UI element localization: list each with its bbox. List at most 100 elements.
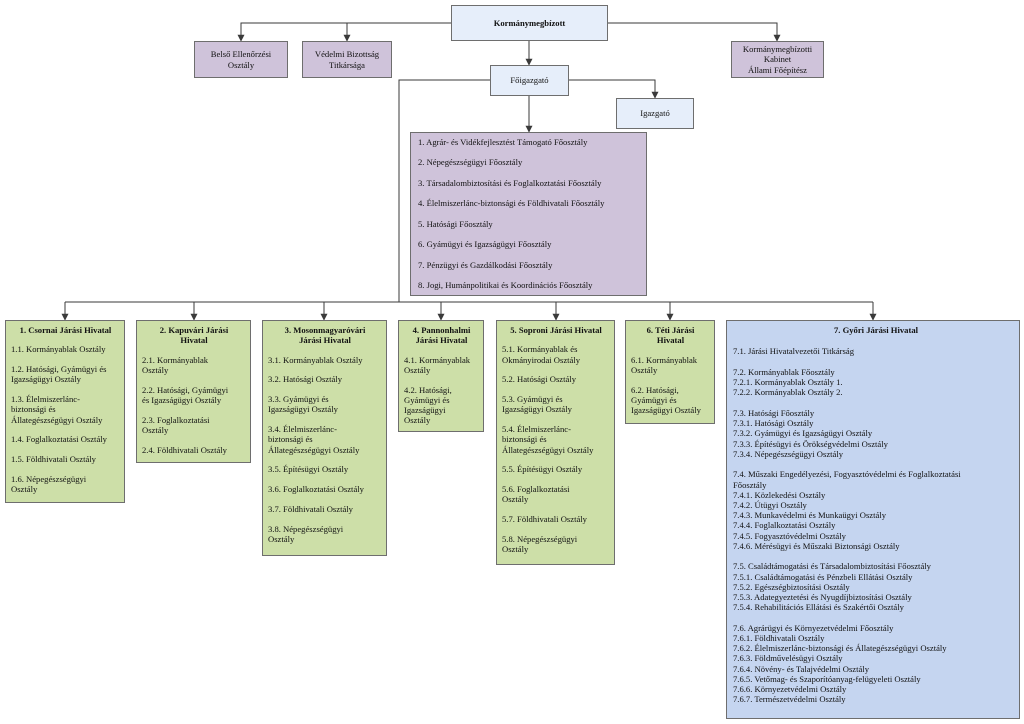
gyor-unit-line: 7.2.1. Kormányablak Osztály 1. <box>733 377 843 388</box>
gyor-unit-line: 7.2.2. Kormányablak Osztály 2. <box>733 387 843 398</box>
vedelmi-bizottsag-label: Titkársága <box>329 59 365 70</box>
foigazgato-label: Főigazgató <box>510 75 549 86</box>
vedelmi-bizottsag-label: Védelmi Bizottság <box>314 49 380 60</box>
unit-line: Gyámügyi és <box>404 394 450 405</box>
unit-line: 5.3. Gyámügyi és <box>502 394 563 405</box>
unit-line: Gyámügyi és <box>631 394 677 405</box>
gyor-unit-group: 7.6. Agrárügyi és Környezetvédelmi Főosz… <box>733 623 1019 705</box>
kabinet-label: Állami Főépítész <box>748 64 807 75</box>
unit-line: Osztály <box>502 544 529 555</box>
office-unit: 5.5. Építésügyi Osztály <box>502 464 614 474</box>
gyor-unit-line: 7.1. Járási Hivatalvezetői Titkárság <box>733 346 855 357</box>
office-unit: 3.1. Kormányablak Osztály <box>268 355 386 365</box>
office-title-line: 6. Téti Járási <box>646 325 695 335</box>
gyor-unit-line: 7.3.2. Gyámügyi és Igazságügyi Osztály <box>733 428 873 439</box>
unit-line: Igazságügyi Osztály <box>631 405 701 415</box>
gyor-unit-group: 7.4. Műszaki Engedélyezési, Fogyasztóvéd… <box>733 469 1019 551</box>
office-title-line: 7. Győri Járási Hivatal <box>833 325 919 335</box>
office-title: 2. Kapuvári Járási Hivatal <box>142 325 246 346</box>
gyor-unit-line: 7.5. Családtámogatási és Társadalombizto… <box>733 561 931 572</box>
office-unit: 1.4. Foglalkoztatási Osztály <box>11 434 124 444</box>
office-title-line: Járási Hivatal <box>299 335 351 346</box>
unit-line: Osztály <box>404 364 431 375</box>
unit-line: Állategészségügyi Osztály <box>11 414 103 425</box>
office-title: 3. Mosonmagyaróvári Járási Hivatal <box>268 325 382 346</box>
unit-line: 5.6. Foglalkoztatási <box>502 484 570 495</box>
unit-line: biztonsági és <box>268 434 313 445</box>
department-item: 3. Társadalombiztosítási és Foglalkoztat… <box>418 177 602 188</box>
gyor-unit-line: Főosztály <box>733 479 767 490</box>
unit-line: 6.2. Hatósági, <box>631 384 679 395</box>
department-item: 5. Hatósági Főosztály <box>418 218 493 229</box>
office-unit: 3.6. Foglalkoztatási Osztály <box>268 484 386 494</box>
unit-line: Osztály <box>268 533 295 544</box>
unit-line: 5.4. Élelmiszerlánc- <box>502 424 571 435</box>
unit-line: Osztály <box>631 364 658 375</box>
unit-line: 5.8. Népegészségügyi <box>502 533 578 544</box>
office-unit: 5.2. Hatósági Osztály <box>502 374 614 384</box>
gyor-unit-line: 7.5.3. Adategyeztetési és Nyugdíjbiztosí… <box>733 591 912 602</box>
unit-line: Osztály <box>11 484 38 495</box>
unit-line: 5.7. Földhivatali Osztály <box>502 514 587 525</box>
office-title-line: 3. Mosonmagyaróvári <box>284 325 366 335</box>
unit-line: 1.5. Földhivatali Osztály <box>11 454 96 465</box>
office-title-line: 4. Pannonhalmi <box>412 325 471 335</box>
unit-line: 1.1. Kormányablak Osztály <box>11 344 106 355</box>
gyor-unit-line: 7.6.2. Élelmiszerlánc-biztonsági és Álla… <box>733 643 947 654</box>
gyor-unit-line: 7.5.2. Egészségbiztosítási Osztály <box>733 581 850 592</box>
unit-line: Állategészségügyi Osztály <box>268 444 360 455</box>
unit-line: biztonsági és <box>11 404 56 415</box>
department-item: 4. Élelmiszerlánc-biztonsági és Földhiva… <box>418 198 605 209</box>
office-csornai: 1. Csornai Járási Hivatal 1.1. Kormányab… <box>5 320 125 503</box>
foigazgato-box: Főigazgató <box>490 65 569 96</box>
office-title: 7. Győri Járási Hivatal <box>733 325 1019 335</box>
department-item: 2. Népegészségügyi Főosztály <box>418 157 523 168</box>
office-title: 1. Csornai Járási Hivatal <box>11 325 120 335</box>
office-gyori: 7. Győri Járási Hivatal 7.1. Járási Hiva… <box>726 320 1020 719</box>
unit-line: Igazságügyi <box>404 405 446 415</box>
office-title-line: Hivatal <box>180 335 208 346</box>
connector-to-igazgato <box>569 79 659 99</box>
gyor-unit-line: 7.4.6. Mérésügyi és Műszaki Biztonsági O… <box>733 540 900 551</box>
office-unit: 1.1. Kormányablak Osztály <box>11 344 124 354</box>
unit-line: 1.6. Népegészségügyi <box>11 473 87 484</box>
gyor-unit-line: 7.4.1. Közlekedési Osztály <box>733 489 826 500</box>
unit-line: 1.3. Élelmiszerlánc- <box>11 394 80 405</box>
gyor-unit-line: 7.5.1. Családtámogatási és Pénzbeli Ellá… <box>733 571 913 582</box>
unit-line: 3.7. Földhivatali Osztály <box>268 503 353 514</box>
office-mosonmagyarovari: 3. Mosonmagyaróvári Járási Hivatal 3.1. … <box>262 320 387 556</box>
gyor-unit-line: 7.6.6. Környezetvédelmi Osztály <box>733 683 847 694</box>
belso-ellenorzesi-label: Belső Ellenőrzési <box>210 49 272 60</box>
gyor-unit-line: 7.6.1. Földhivatali Osztály <box>733 632 825 643</box>
connector-to-kabinet <box>608 22 781 42</box>
kabinet-label: Kabinet <box>763 54 792 65</box>
belso-ellenorzesi-box: Belső Ellenőrzési Osztály <box>194 41 288 78</box>
gyor-unit-line: 7.6.3. Földművelésügyi Osztály <box>733 653 843 664</box>
gyor-unit-line: 7.3. Hatósági Főosztály <box>733 407 815 418</box>
unit-line: 2.3. Foglalkoztatási <box>142 414 210 425</box>
unit-line: Igazságügyi Osztály <box>268 404 338 415</box>
department-item: 7. Pénzügyi és Gazdálkodási Főosztály <box>418 259 553 270</box>
unit-line: Osztály <box>142 364 169 375</box>
connector-to-belso <box>237 22 451 42</box>
igazgato-box: Igazgató <box>616 98 694 129</box>
unit-line: 1.4. Foglalkoztatási Osztály <box>11 434 107 445</box>
connector-left-branch <box>398 79 490 302</box>
office-title-line: Járási Hivatal <box>415 335 468 346</box>
gyor-unit-line: 7.3.4. Népegészségügyi Osztály <box>733 448 844 459</box>
office-kapuvari: 2. Kapuvári Járási Hivatal 2.1. Kormánya… <box>136 320 251 463</box>
gyor-unit-line: 7.6.4. Növény- és Talajvédelmi Osztály <box>733 663 869 674</box>
department-item: 8. Jogi, Humánpolitikai és Koordinációs … <box>418 280 593 291</box>
